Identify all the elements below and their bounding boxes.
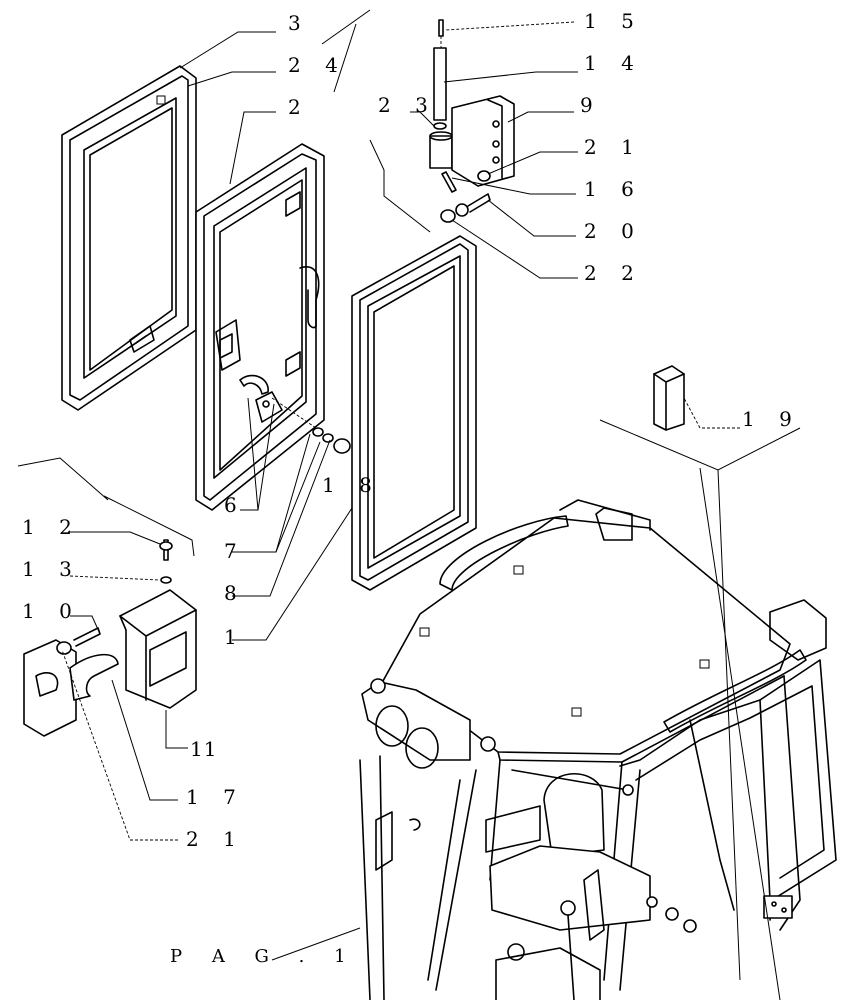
cab-illustration <box>359 499 837 1000</box>
block-part-19 <box>653 365 685 431</box>
glass-pane-part-1 <box>351 235 477 591</box>
callout-9: 9 <box>580 93 602 117</box>
latch-screws <box>271 397 351 454</box>
callout-12: 1 2 <box>22 515 81 539</box>
callout-17: 1 7 <box>186 785 245 809</box>
callout-21-hinge: 2 1 <box>584 135 643 159</box>
callout-8: 8 <box>224 581 246 605</box>
callout-16: 1 6 <box>584 177 643 201</box>
callout-2: 2 <box>288 95 310 119</box>
separator-lines <box>17 9 801 1000</box>
callout-24: 2 4 <box>288 53 347 77</box>
page-reference: P A G . 1 <box>170 946 358 967</box>
callout-3: 3 <box>288 11 310 35</box>
hinge-assembly <box>429 19 515 223</box>
callout-21-bracket: 2 1 <box>186 827 245 851</box>
callout-labels: 3 2 4 2 1 5 1 4 2 3 9 2 1 1 6 2 0 2 2 1 … <box>22 9 801 967</box>
door-frame-part-2 <box>195 143 325 511</box>
callout-22: 2 2 <box>584 261 643 285</box>
window-frame-part-3 <box>61 65 197 411</box>
callout-1: 1 <box>224 625 246 649</box>
callout-7: 7 <box>224 539 246 563</box>
callout-18: 1 8 <box>322 473 381 497</box>
callout-13: 1 3 <box>22 557 81 581</box>
callout-6: 6 <box>224 493 246 517</box>
callout-20: 2 0 <box>584 219 643 243</box>
callout-11: 11 <box>190 737 217 761</box>
leader-lines <box>61 21 740 961</box>
callout-10: 1 0 <box>22 599 81 623</box>
callout-19: 1 9 <box>742 407 801 431</box>
callout-15: 1 5 <box>584 9 643 33</box>
callout-14: 1 4 <box>584 51 643 75</box>
bracket-detail <box>23 539 197 737</box>
callout-23: 2 3 <box>378 93 437 117</box>
